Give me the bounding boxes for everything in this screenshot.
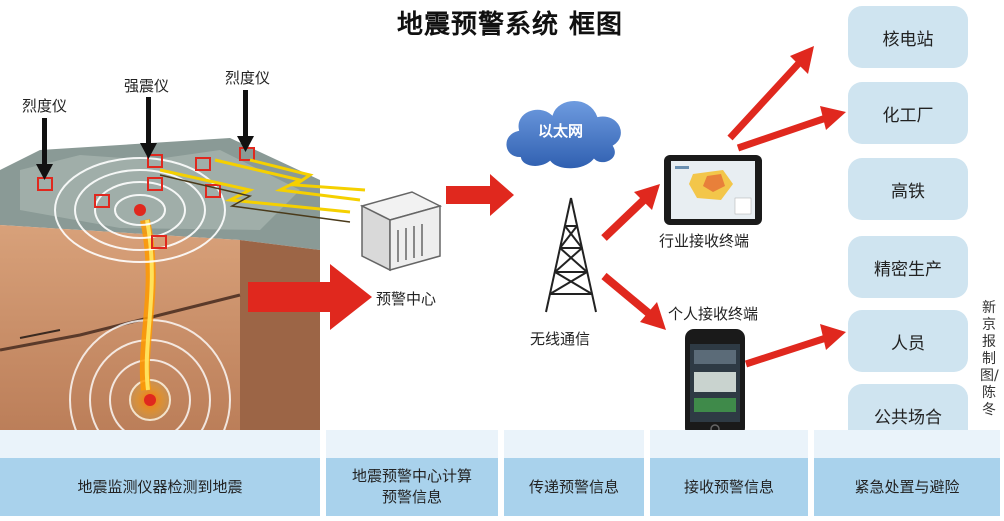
arrow-tower-to-personal-terminal — [601, 272, 666, 330]
industry-terminal-label: 行业接收终端 — [659, 232, 750, 250]
sensor-data-links — [159, 158, 366, 223]
arrow-industry-to-nuclear-plant — [727, 46, 814, 141]
stage-transmit: 传递预警信息 — [504, 458, 644, 516]
ethernet-label: 以太网 — [538, 122, 584, 140]
target-nuclear-plant: 核电站 — [848, 6, 968, 68]
target-chemical-plant: 化工厂 — [848, 82, 968, 144]
target-people: 人员 — [848, 310, 968, 372]
stage-respond: 紧急处置与避险 — [814, 458, 1000, 516]
instrument-label-intensity-left: 烈度仪 — [22, 97, 68, 115]
seismic-waves-epicenter — [54, 157, 226, 263]
instrument-pointer-arrows — [36, 90, 254, 180]
arrow-scene-to-center — [248, 264, 372, 330]
arrow-personal-to-people — [744, 324, 846, 368]
stage-column-bg-5 — [814, 430, 1000, 458]
target-precision-manufacturing: 精密生产 — [848, 236, 968, 298]
instrument-label-strong-motion: 强震仪 — [124, 77, 170, 95]
epicenter-marker — [134, 204, 146, 216]
instrument-label-intensity-right: 烈度仪 — [225, 69, 271, 87]
arrow-center-to-network — [446, 174, 514, 216]
server-icon — [359, 191, 443, 272]
stage-receive: 接收预警信息 — [650, 458, 808, 516]
warning-center-label: 预警中心 — [376, 290, 437, 308]
stage-column-bg-1 — [0, 430, 320, 458]
personal-terminal-label: 个人接收终端 — [668, 305, 759, 323]
stage-detect: 地震监测仪器检测到地震 — [0, 458, 320, 516]
cloud-icon — [504, 99, 623, 171]
phone-terminal-icon — [685, 329, 745, 437]
arrow-tower-to-industry-terminal — [601, 184, 660, 241]
stage-column-bg-4 — [650, 430, 808, 458]
image-credit: 新京报制图/陈冬 — [980, 300, 999, 418]
wireless-label: 无线通信 — [530, 330, 591, 348]
stage-column-bg-2 — [326, 430, 498, 458]
ground-cross-section — [0, 225, 240, 455]
diagram-title: 地震预警系统 框图 — [396, 10, 624, 40]
stage-column-bg-3 — [504, 430, 644, 458]
hypocenter-marker — [144, 394, 156, 406]
stage-compute: 地震预警中心计算 预警信息 — [326, 458, 498, 516]
transmission-tower-icon — [545, 197, 597, 313]
target-high-speed-rail: 高铁 — [848, 158, 968, 220]
arrow-industry-to-chemical-plant — [736, 106, 846, 152]
tablet-terminal-icon — [664, 155, 762, 225]
